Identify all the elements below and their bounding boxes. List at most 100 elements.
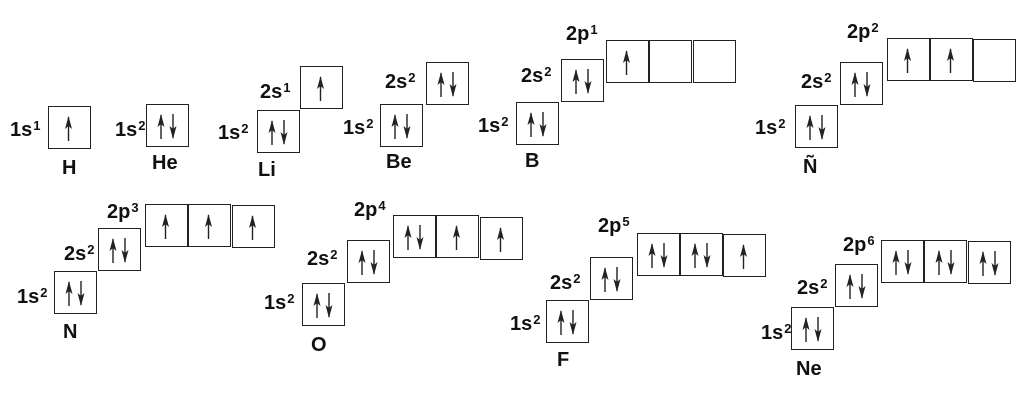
orbital-label-2p: 2p1	[566, 22, 598, 45]
orbital-box-2p-3	[973, 39, 1016, 82]
orbital-label-2s: 2s2	[385, 70, 416, 93]
electron-spins	[892, 250, 912, 275]
electron-spins	[691, 243, 711, 268]
spin-down-arrow-icon	[449, 72, 457, 97]
orbital-box-2p-2	[930, 38, 973, 81]
orbital-box-1s	[146, 104, 189, 147]
electron-spins	[249, 215, 256, 240]
spin-down-arrow-icon	[569, 310, 577, 335]
orbital-label-1s: 1s2	[264, 291, 295, 314]
spin-up-arrow-icon	[904, 48, 911, 73]
orbital-box-2p-1	[145, 204, 188, 247]
element-symbol: O	[311, 334, 327, 356]
spin-up-arrow-icon	[65, 116, 72, 141]
spin-down-arrow-icon	[858, 274, 866, 299]
electron-spins	[157, 114, 177, 139]
spin-down-arrow-icon	[947, 250, 955, 275]
spin-up-arrow-icon	[623, 50, 630, 75]
orbital-label-1s: 1s1	[10, 118, 41, 141]
orbital-box-2p-3	[968, 241, 1011, 284]
orbital-label-1s: 1s2	[761, 321, 792, 344]
spin-up-arrow-icon	[391, 114, 399, 139]
orbital-label-2s: 2s2	[64, 242, 95, 265]
electron-spins	[979, 251, 999, 276]
electron-spins	[974, 40, 1014, 80]
electron-spins	[497, 227, 504, 252]
electron-spins	[205, 214, 212, 239]
spin-up-arrow-icon	[601, 267, 609, 292]
electron-spins	[317, 76, 324, 101]
orbital-label-1s: 1s2	[115, 118, 146, 141]
spin-down-arrow-icon	[121, 238, 129, 263]
orbital-box-1s	[48, 106, 91, 149]
electron-spins	[162, 214, 169, 239]
orbital-box-2p-3	[723, 234, 766, 277]
spin-up-arrow-icon	[851, 72, 859, 97]
spin-down-arrow-icon	[539, 112, 547, 137]
spin-up-arrow-icon	[404, 225, 412, 250]
orbital-box-2s	[347, 240, 390, 283]
element-symbol: F	[557, 349, 570, 371]
electron-spins	[694, 41, 734, 81]
orbital-box-2s	[590, 257, 633, 300]
orbital-box-1s	[546, 300, 589, 343]
orbital-label-2s: 2s2	[797, 276, 828, 299]
electron-spins	[453, 225, 460, 250]
electron-spins	[109, 238, 129, 263]
electron-spins	[623, 50, 630, 75]
electron-spins	[601, 267, 621, 292]
orbital-box-2s	[300, 66, 343, 109]
orbital-box-2p-1	[881, 240, 924, 283]
orbital-box-2p-1	[637, 233, 680, 276]
orbital-label-1s: 1s2	[478, 114, 509, 137]
spin-up-arrow-icon	[65, 281, 73, 306]
orbital-box-2s	[426, 62, 469, 105]
spin-up-arrow-icon	[806, 115, 814, 140]
spin-up-arrow-icon	[157, 114, 165, 139]
electron-spins	[437, 72, 457, 97]
spin-up-arrow-icon	[802, 317, 810, 342]
orbital-box-2p-3	[232, 205, 275, 248]
electron-spins	[851, 72, 871, 97]
spin-down-arrow-icon	[863, 72, 871, 97]
electron-spins	[527, 112, 547, 137]
spin-down-arrow-icon	[77, 281, 85, 306]
electron-spins	[313, 293, 333, 318]
orbital-box-2s	[98, 228, 141, 271]
electron-spins	[268, 120, 288, 145]
orbital-label-2p: 2p2	[847, 20, 879, 43]
spin-up-arrow-icon	[691, 243, 699, 268]
spin-up-arrow-icon	[557, 310, 565, 335]
spin-up-arrow-icon	[935, 250, 943, 275]
spin-up-arrow-icon	[437, 72, 445, 97]
orbital-box-2s	[561, 59, 604, 102]
orbital-label-2p: 2p6	[843, 233, 875, 256]
spin-up-arrow-icon	[162, 214, 169, 239]
spin-down-arrow-icon	[403, 114, 411, 139]
orbital-box-2p-1	[887, 38, 930, 81]
electron-spins	[358, 250, 378, 275]
spin-down-arrow-icon	[818, 115, 826, 140]
spin-down-arrow-icon	[370, 250, 378, 275]
orbital-box-1s	[302, 283, 345, 326]
electron-spins	[904, 48, 911, 73]
spin-up-arrow-icon	[317, 76, 324, 101]
electron-spins	[802, 317, 822, 342]
spin-up-arrow-icon	[249, 215, 256, 240]
spin-up-arrow-icon	[109, 238, 117, 263]
orbital-box-2s	[835, 264, 878, 307]
electron-spins	[947, 48, 954, 73]
spin-down-arrow-icon	[703, 243, 711, 268]
spin-up-arrow-icon	[358, 250, 366, 275]
orbital-label-1s: 1s2	[218, 121, 249, 144]
orbital-label-2s: 2s2	[521, 64, 552, 87]
orbital-label-2s: 2s2	[307, 247, 338, 270]
orbital-label-1s: 1s2	[510, 312, 541, 335]
spin-up-arrow-icon	[268, 120, 276, 145]
electron-spins	[935, 250, 955, 275]
electron-spins	[65, 281, 85, 306]
orbital-box-2p-2	[680, 233, 723, 276]
orbital-box-2p-3	[480, 217, 523, 260]
spin-up-arrow-icon	[205, 214, 212, 239]
orbital-box-2p-1	[606, 40, 649, 83]
